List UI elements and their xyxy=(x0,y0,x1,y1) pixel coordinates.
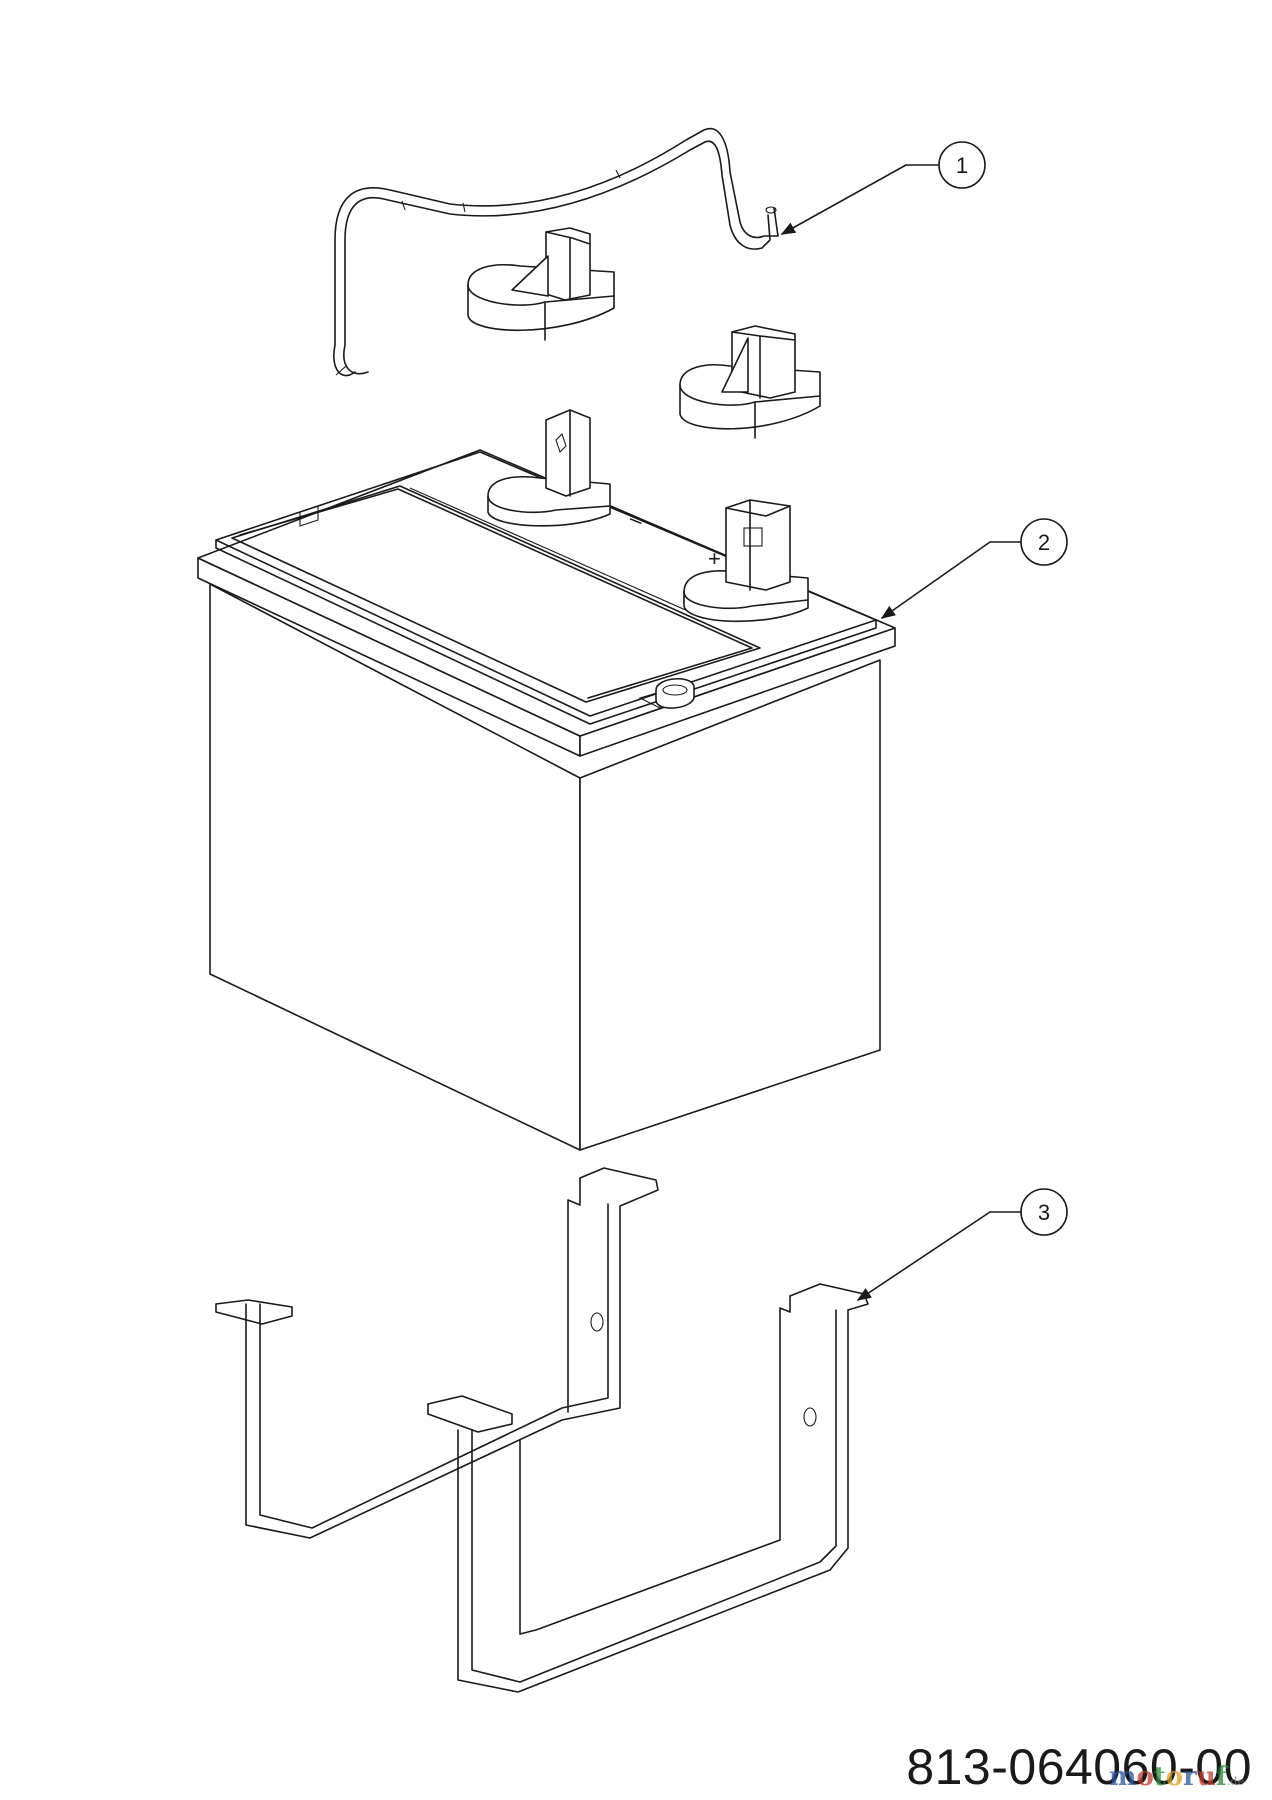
callout-2-label: 2 xyxy=(1038,530,1050,555)
watermark-tld: .de xyxy=(1226,1775,1244,1788)
negative-terminal-post xyxy=(487,409,611,527)
watermark-logo: motoruf.de xyxy=(1109,1762,1244,1792)
hold-down-rod xyxy=(333,127,779,377)
terminal-cap-left xyxy=(467,227,615,341)
callout-1: 1 xyxy=(780,141,986,235)
battery-bracket-rear xyxy=(215,1167,659,1539)
callout-2: 2 xyxy=(880,518,1068,619)
part-number: 813-064060-00 xyxy=(906,1739,1252,1795)
battery-bracket-front xyxy=(427,1283,869,1693)
positive-terminal-post xyxy=(683,499,809,623)
callout-3-label: 3 xyxy=(1038,1200,1050,1225)
positive-terminal-mark: + xyxy=(708,546,721,571)
battery-vent-plug xyxy=(655,678,695,709)
callout-1-label: 1 xyxy=(956,153,968,178)
battery: – + xyxy=(197,409,896,1151)
watermark-text: motoruf xyxy=(1108,1762,1227,1792)
terminal-cap-right xyxy=(679,325,821,439)
callout-3: 3 xyxy=(856,1188,1068,1301)
